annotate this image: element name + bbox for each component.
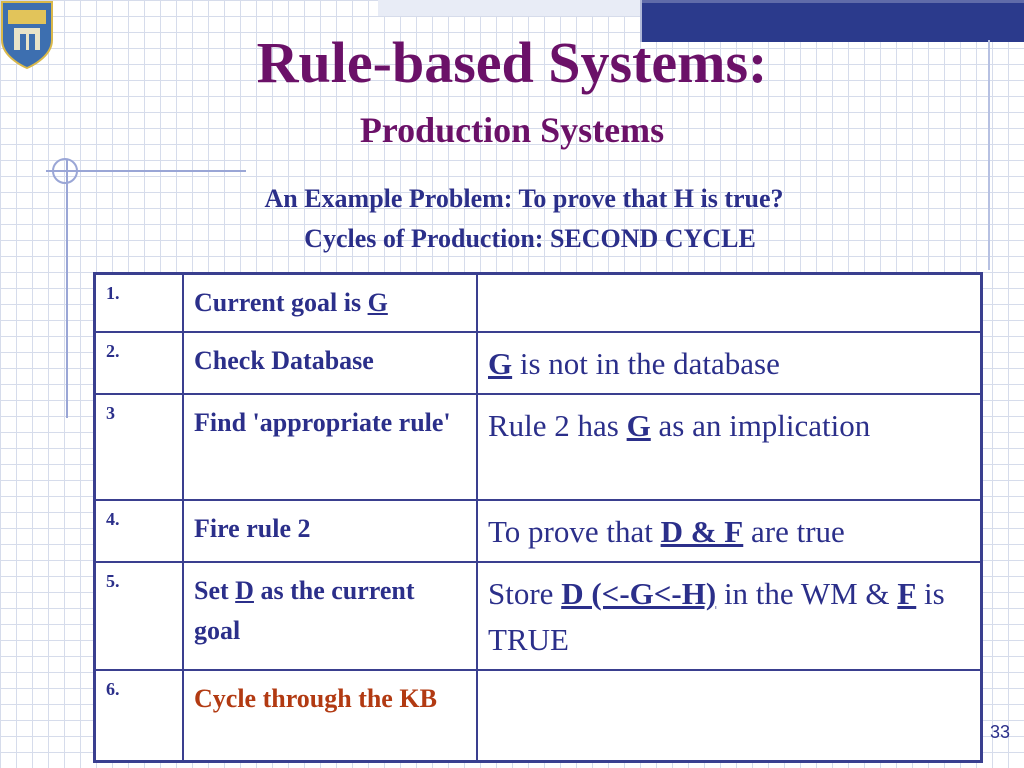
- step-result: To prove that D & F are true: [476, 498, 983, 563]
- step-number: 2.: [93, 330, 184, 395]
- step-action: Set D as the current goal: [182, 560, 478, 671]
- step-number: 3: [93, 392, 184, 501]
- page-number: 33: [990, 722, 1011, 742]
- table-row: 3 Find 'appropriate rule' Rule 2 has G a…: [93, 392, 983, 501]
- table-row: 6. Cycle through the KB: [93, 668, 983, 763]
- problem-statement: An Example Problem: To prove that H is t…: [264, 184, 784, 213]
- decor-vertical-line-right: [988, 40, 990, 270]
- crest-icon: [1, 1, 53, 70]
- corner-decor-box: [640, 0, 1024, 42]
- decor-horizontal-line: [46, 170, 246, 172]
- step-result: [476, 272, 983, 333]
- step-action: Find 'appropriate rule': [182, 392, 478, 501]
- table-row: 2. Check Database G is not in the databa…: [93, 330, 983, 395]
- step-result: [476, 668, 983, 763]
- decor-vertical-line: [66, 160, 68, 418]
- step-number: 5.: [93, 560, 184, 671]
- step-action: Current goal is G: [182, 272, 478, 333]
- slide-title: Rule-based Systems:: [256, 30, 768, 95]
- step-action: Check Database: [182, 330, 478, 395]
- step-action: Cycle through the KB: [182, 668, 478, 763]
- step-result: Rule 2 has G as an implication: [476, 392, 983, 501]
- cycle-heading: Cycles of Production: SECOND CYCLE: [304, 224, 756, 253]
- step-result: G is not in the database: [476, 330, 983, 395]
- table-row: 4. Fire rule 2 To prove that D & F are t…: [93, 498, 983, 563]
- table-row: 1. Current goal is G: [93, 272, 983, 333]
- production-cycle-table: 1. Current goal is G 2. Check Database G…: [93, 272, 983, 763]
- top-decor-band: [378, 0, 640, 16]
- step-number: 1.: [93, 272, 184, 333]
- step-action: Fire rule 2: [182, 498, 478, 563]
- step-number: 6.: [93, 668, 184, 763]
- step-result: Store D (<-G<-H) in the WM & F is TRUE: [476, 560, 983, 671]
- step-number: 4.: [93, 498, 184, 563]
- slide-subtitle: Production Systems: [359, 110, 665, 150]
- decor-circle: [52, 158, 78, 184]
- table-row: 5. Set D as the current goal Store D (<-…: [93, 560, 983, 671]
